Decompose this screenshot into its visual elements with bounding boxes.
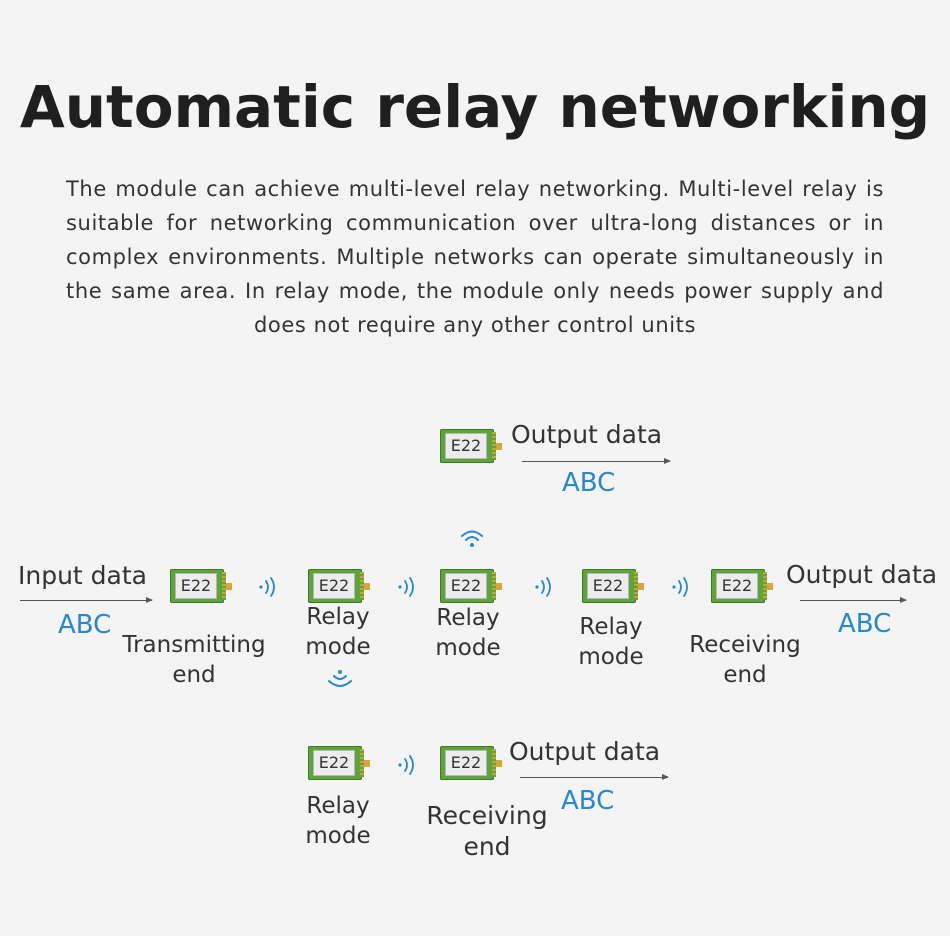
abc-label: ABC	[838, 609, 892, 639]
signal-wave-icon	[672, 577, 688, 597]
e22-module: E22	[308, 569, 370, 603]
relay-mode-label: Relay mode	[305, 793, 371, 849]
signal-wave-icon	[398, 755, 414, 775]
abc-label: ABC	[562, 468, 616, 498]
description: The module can achieve multi-level relay…	[66, 177, 884, 337]
module-label: E22	[313, 750, 355, 776]
abc-label: ABC	[561, 786, 615, 816]
relay-mode-label: Relay mode	[435, 605, 501, 661]
e22-module: E22	[440, 569, 502, 603]
input-data-label: Input data	[18, 561, 147, 590]
e22-module: E22	[582, 569, 644, 603]
receiving-end-label: Receiving end	[426, 801, 548, 861]
output-data-label: Output data	[509, 737, 661, 766]
module-label: E22	[313, 573, 355, 599]
transmitting-end-label: Transmitting end	[122, 632, 266, 688]
output-arrow	[800, 597, 907, 603]
e22-module: E22	[440, 429, 502, 463]
signal-wave-icon	[398, 577, 414, 597]
signal-wave-icon	[259, 577, 275, 597]
relay-mode-label: Relay mode	[305, 604, 371, 660]
e22-module: E22	[308, 746, 370, 780]
module-label: E22	[445, 750, 487, 776]
module-label: E22	[587, 573, 629, 599]
module-label: E22	[445, 573, 487, 599]
signal-wave-icon	[535, 577, 551, 597]
relay-mode-label: Relay mode	[578, 614, 644, 670]
abc-label: ABC	[58, 610, 112, 640]
e22-module: E22	[711, 569, 773, 603]
page-title: Automatic relay networking	[19, 73, 931, 141]
output-arrow	[522, 458, 671, 464]
e22-module: E22	[440, 746, 502, 780]
output-arrow	[520, 774, 669, 780]
output-data-label: Output data	[511, 420, 663, 449]
wifi-signal-icon	[461, 530, 483, 547]
receiving-end-label: Receiving end	[689, 632, 801, 688]
module-label: E22	[445, 433, 487, 459]
input-arrow	[20, 597, 153, 603]
module-label: E22	[175, 573, 217, 599]
output-data-label: Output data	[786, 560, 938, 589]
e22-module: E22	[170, 569, 232, 603]
downward-signal-icon	[328, 670, 352, 687]
module-label: E22	[716, 573, 758, 599]
